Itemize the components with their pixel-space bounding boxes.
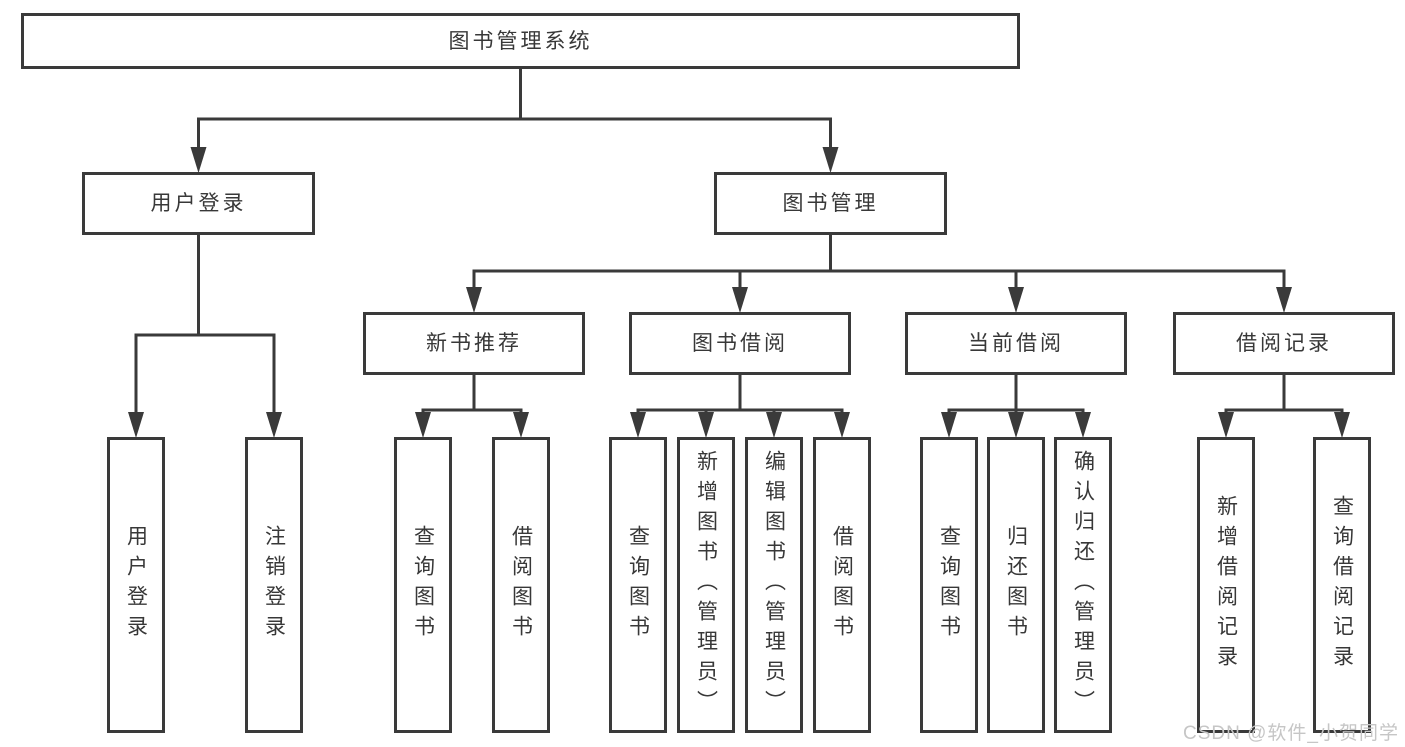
- leaf-query-borrow-record: 查询借阅记录: [1313, 437, 1371, 733]
- csdn-watermark: CSDN @软件_小贺同学: [1183, 723, 1399, 744]
- leaf-edit-books-admin: 编辑图书（管理员）: [745, 437, 803, 733]
- leaf-confirm-return-admin: 确认归还（管理员）: [1054, 437, 1112, 733]
- node-current-borrowing: 当前借阅: [905, 312, 1127, 375]
- connector-n-book-borrow: [630, 375, 850, 438]
- leaf-add-borrow-record: 新增借阅记录: [1197, 437, 1255, 733]
- leaf-return-books: 归还图书: [987, 437, 1045, 733]
- node-library-management-system: 图书管理系统: [21, 13, 1020, 69]
- leaf-query-books-recommend: 查询图书: [394, 437, 452, 733]
- leaf-add-books-admin: 新增图书（管理员）: [677, 437, 735, 733]
- leaf-query-books-borrowing: 查询图书: [609, 437, 667, 733]
- node-borrow-records: 借阅记录: [1173, 312, 1395, 375]
- leaf-borrow-books: 借阅图书: [813, 437, 871, 733]
- node-book-borrowing: 图书借阅: [629, 312, 851, 375]
- leaf-borrow-books-recommend: 借阅图书: [492, 437, 550, 733]
- connector-n-book-mgmt: [466, 235, 1292, 313]
- leaf-query-books-current: 查询图书: [920, 437, 978, 733]
- leaf-logout-login: 注销登录: [245, 437, 303, 733]
- connector-n-new-book: [415, 375, 529, 438]
- connector-n-current-borrow: [941, 375, 1091, 438]
- node-new-book-recommend: 新书推荐: [363, 312, 585, 375]
- node-user-login: 用户登录: [82, 172, 315, 235]
- node-book-management: 图书管理: [714, 172, 947, 235]
- connector-n-borrow-record: [1218, 375, 1350, 438]
- connector-n-user-login: [128, 235, 282, 438]
- leaf-user-login: 用户登录: [107, 437, 165, 733]
- connector-n-root: [190, 69, 839, 173]
